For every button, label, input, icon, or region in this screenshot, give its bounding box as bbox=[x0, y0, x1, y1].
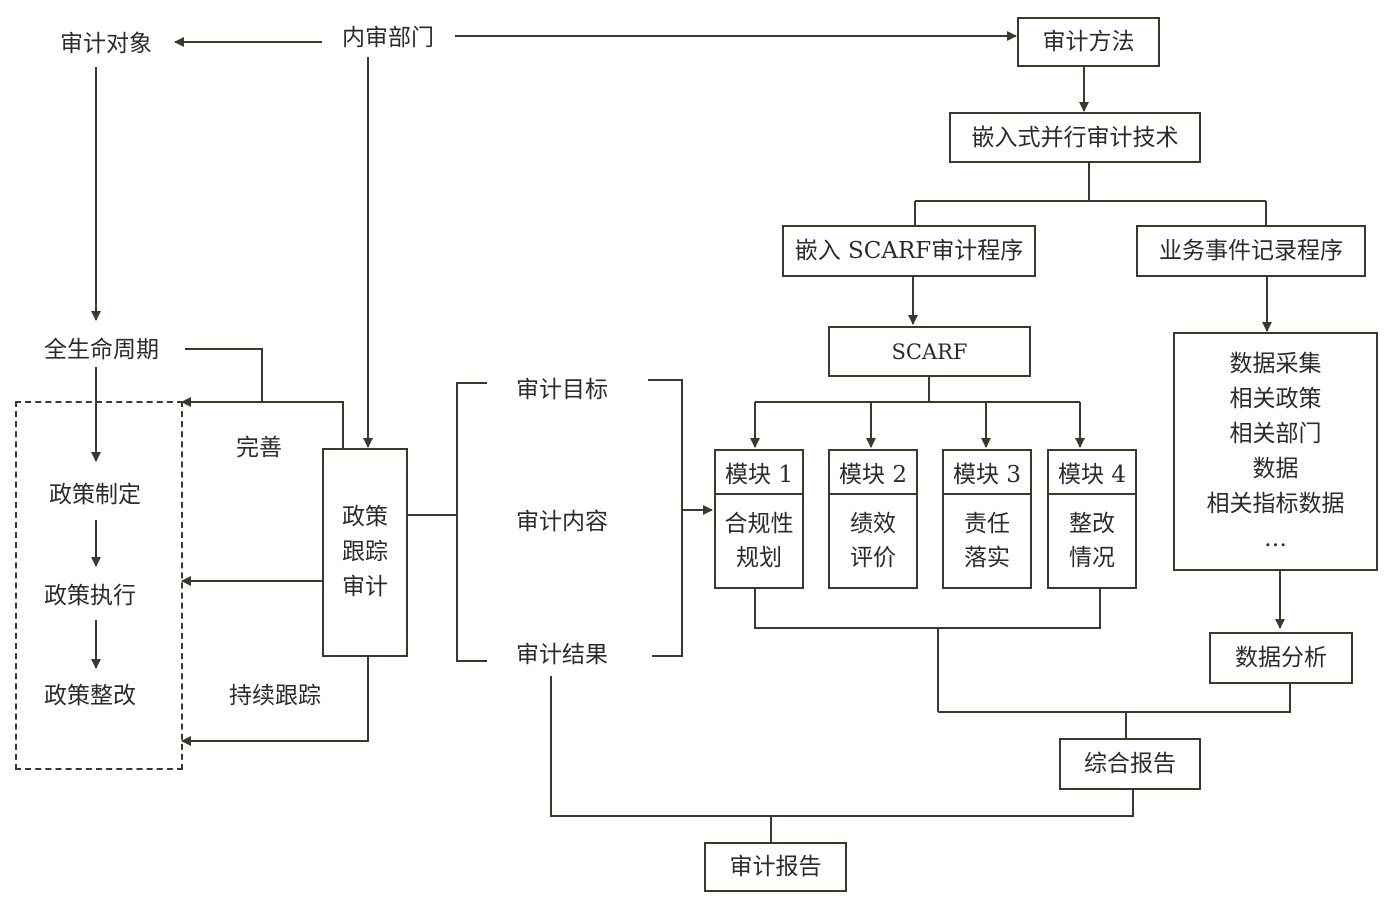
module-4-title: 模块 4 bbox=[1049, 451, 1135, 495]
data-item: 相关政策 bbox=[1229, 385, 1322, 412]
module-1-body: 合规性 规划 bbox=[716, 495, 802, 587]
policy-tracking-audit-line-3: 审计 bbox=[342, 574, 388, 600]
module-2-line-2: 评价 bbox=[850, 545, 896, 571]
data-item: 数据 bbox=[1252, 455, 1299, 482]
audit-goal-label: 审计目标 bbox=[516, 377, 608, 403]
improve-label: 完善 bbox=[236, 435, 282, 461]
full-lifecycle-label: 全生命周期 bbox=[44, 337, 159, 363]
module-4-body: 整改 情况 bbox=[1049, 495, 1135, 587]
internal-audit-dept-label: 内审部门 bbox=[342, 25, 434, 51]
module-3-line-1: 责任 bbox=[964, 511, 1010, 537]
line-to-audit-report bbox=[550, 676, 1134, 842]
embedded-parallel-audit-tech-box: 嵌入式并行审计技术 bbox=[949, 112, 1201, 163]
module-3-line-2: 落实 bbox=[964, 545, 1010, 571]
module-2-title: 模块 2 bbox=[830, 451, 916, 495]
audit-result-label: 审计结果 bbox=[516, 642, 608, 668]
embed-scarf-program-box: 嵌入 SCARF审计程序 bbox=[782, 225, 1036, 277]
line-tech-split bbox=[914, 162, 1267, 225]
module-3-box: 模块 3 责任 落实 bbox=[942, 449, 1032, 589]
module-2-body: 绩效 评价 bbox=[830, 495, 916, 587]
left-bracket bbox=[456, 382, 487, 662]
data-item: … bbox=[1264, 525, 1287, 552]
module-2-line-1: 绩效 bbox=[850, 511, 896, 537]
data-items-box: 数据采集 相关政策 相关部门 数据 相关指标数据 … bbox=[1173, 332, 1378, 571]
module-4-line-1: 整改 bbox=[1069, 511, 1115, 537]
continuous-tracking-label: 持续跟踪 bbox=[229, 683, 321, 709]
policy-making-label: 政策制定 bbox=[49, 482, 141, 508]
data-item: 相关指标数据 bbox=[1206, 490, 1345, 517]
policy-tracking-audit-box: 政策 跟踪 审计 bbox=[322, 448, 408, 657]
comprehensive-report-box: 综合报告 bbox=[1059, 738, 1201, 790]
policy-execution-label: 政策执行 bbox=[44, 583, 136, 609]
data-analysis-box: 数据分析 bbox=[1209, 632, 1353, 684]
policy-rectification-label: 政策整改 bbox=[44, 683, 136, 709]
data-item: 数据采集 bbox=[1229, 350, 1322, 377]
module-1-line-1: 合规性 bbox=[724, 511, 794, 537]
module-3-body: 责任 落实 bbox=[944, 495, 1030, 587]
module-4-line-2: 情况 bbox=[1069, 545, 1115, 571]
line-lifecycle-to-improve bbox=[185, 348, 263, 402]
business-event-record-box: 业务事件记录程序 bbox=[1136, 225, 1366, 277]
audit-report-box: 审计报告 bbox=[704, 842, 847, 892]
audit-method-box: 审计方法 bbox=[1017, 17, 1160, 67]
line-scarf-split bbox=[755, 377, 1080, 403]
right-bracket bbox=[648, 379, 683, 657]
module-2-box: 模块 2 绩效 评价 bbox=[828, 449, 918, 589]
line-modules-join bbox=[754, 589, 1101, 712]
module-4-box: 模块 4 整改 情况 bbox=[1047, 449, 1137, 589]
arrow-improve bbox=[181, 397, 344, 448]
audit-object-label: 审计对象 bbox=[60, 31, 152, 57]
line-to-comprehensive bbox=[938, 684, 1291, 738]
policy-lifecycle-frame bbox=[15, 401, 183, 770]
module-1-box: 模块 1 合规性 规划 bbox=[714, 449, 804, 589]
arrow-continuous-tracking bbox=[181, 656, 369, 746]
policy-tracking-audit-line-2: 跟踪 bbox=[342, 539, 388, 565]
scarf-box: SCARF bbox=[828, 326, 1031, 377]
policy-tracking-audit-line-1: 政策 bbox=[342, 504, 388, 530]
data-item: 相关部门 bbox=[1229, 420, 1322, 447]
audit-content-label: 审计内容 bbox=[516, 509, 608, 535]
module-1-line-2: 规划 bbox=[736, 545, 782, 571]
module-1-title: 模块 1 bbox=[716, 451, 802, 495]
module-3-title: 模块 3 bbox=[944, 451, 1030, 495]
